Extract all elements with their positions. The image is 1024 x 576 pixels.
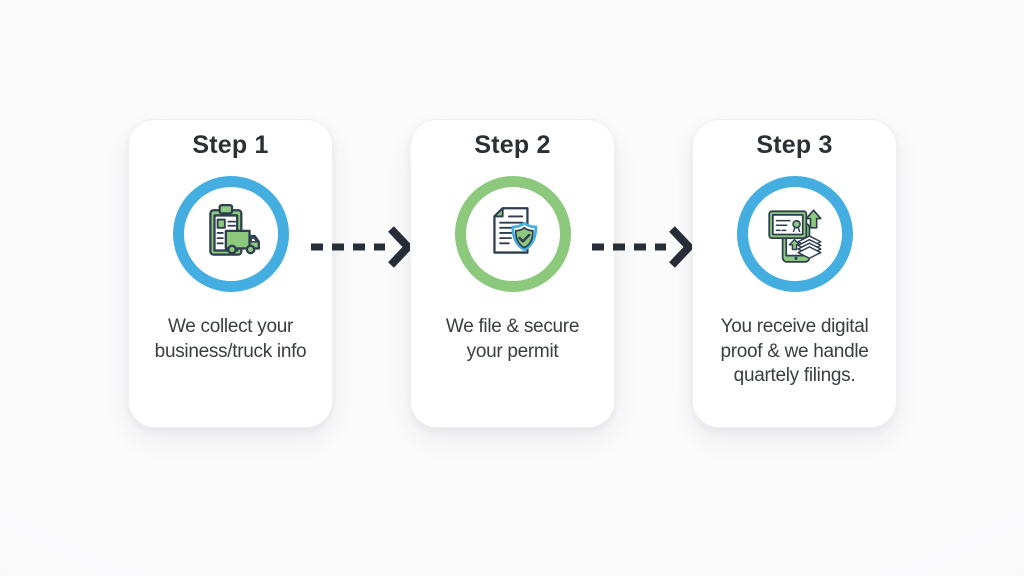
step-arrow-2 [588,221,700,273]
step-title: Step 3 [756,131,833,159]
description-line: your permit [466,340,559,362]
device-filings-icon [767,209,822,263]
description-line: proof & we handle [720,340,869,362]
step-icon-ring [172,176,289,292]
description-line: We collect your [167,316,294,337]
step-icon-ring [736,176,853,292]
dashed-arrow-icon [311,226,414,268]
step-card-2: Step 2 We file & secure yo [410,119,615,428]
clipboard-truck-icon [208,203,260,256]
step-description: We file & secure your permit [411,315,614,364]
description-line: We file & secure [445,316,580,337]
step-title: Step 1 [192,131,269,159]
description-line: You receive digital [720,316,869,337]
step-icon-ring [454,176,571,292]
step-arrow-1 [307,221,419,273]
step-description: We collect your business/truck info [129,315,332,364]
description-line: quartely filings. [733,365,856,386]
step-card-3: Step 3 [692,119,897,428]
description-line: business/truck info [154,340,307,362]
step-title: Step 2 [474,131,551,159]
document-shield-icon [492,207,537,254]
step-card-1: Step 1 [128,119,333,428]
step-description: You receive digital proof & we handle qu… [693,315,896,389]
dashed-arrow-icon [592,226,695,268]
